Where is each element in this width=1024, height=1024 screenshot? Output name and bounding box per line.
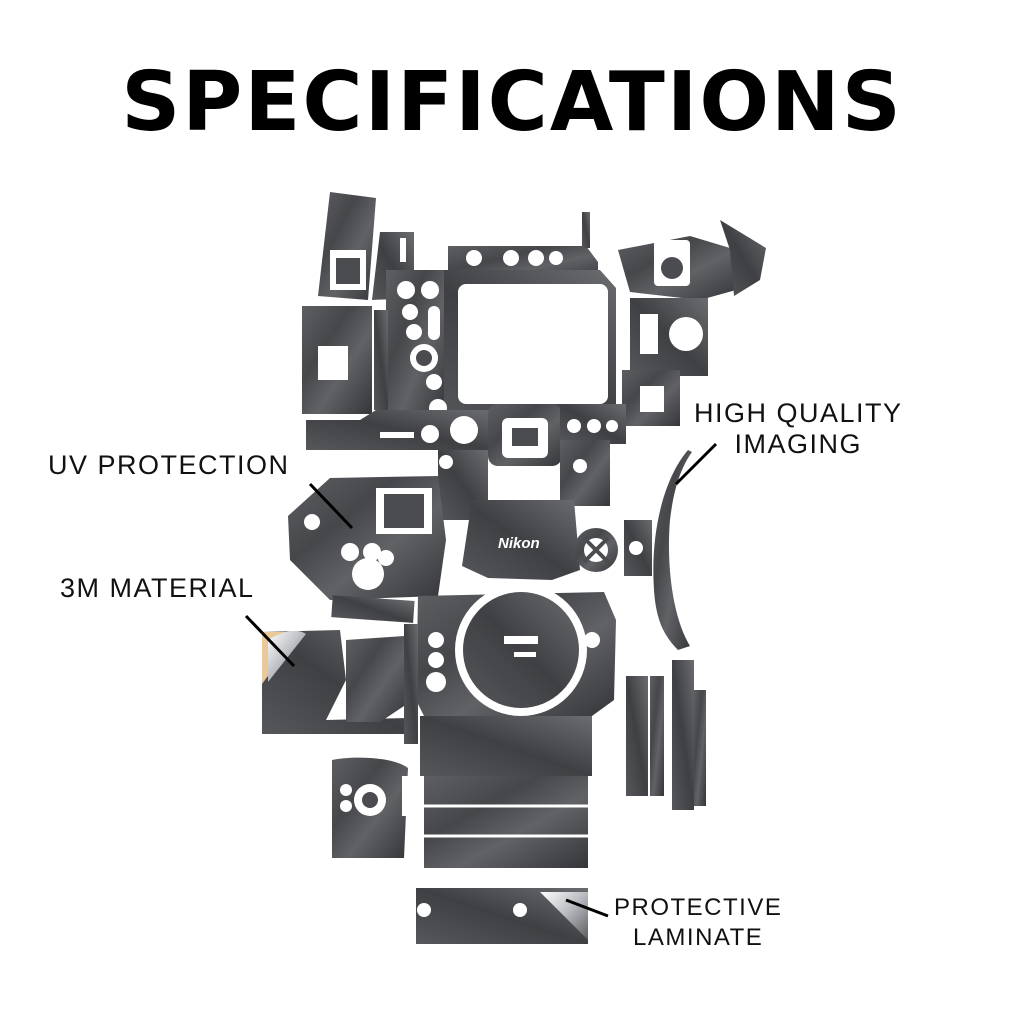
- uv-protection-label: UV PROTECTION: [48, 450, 290, 480]
- imaging-label-line1: HIGH QUALITY: [694, 398, 903, 428]
- laminate-label: PROTECTIVE LAMINATE: [614, 893, 782, 953]
- material-pointer-line: [244, 614, 296, 668]
- laminate-label-line2: LAMINATE: [633, 924, 764, 951]
- middle-panels: Nikon: [262, 476, 652, 744]
- brand-logo: Nikon: [498, 535, 540, 552]
- page-title: SPECIFICATIONS: [121, 55, 903, 150]
- callout-pointers: [244, 442, 718, 918]
- top-panels: [302, 192, 766, 520]
- imaging-label-line2: IMAGING: [734, 429, 863, 459]
- imaging-pointer-line: [674, 442, 718, 486]
- bottom-panels: [332, 716, 592, 944]
- side-strips: [626, 450, 706, 810]
- uv-pointer-line: [308, 482, 354, 530]
- imaging-label: HIGH QUALITY IMAGING: [694, 398, 903, 460]
- laminate-label-line1: PROTECTIVE: [614, 894, 783, 921]
- laminate-pointer-line: [565, 898, 609, 918]
- material-label: 3M MATERIAL: [60, 573, 255, 603]
